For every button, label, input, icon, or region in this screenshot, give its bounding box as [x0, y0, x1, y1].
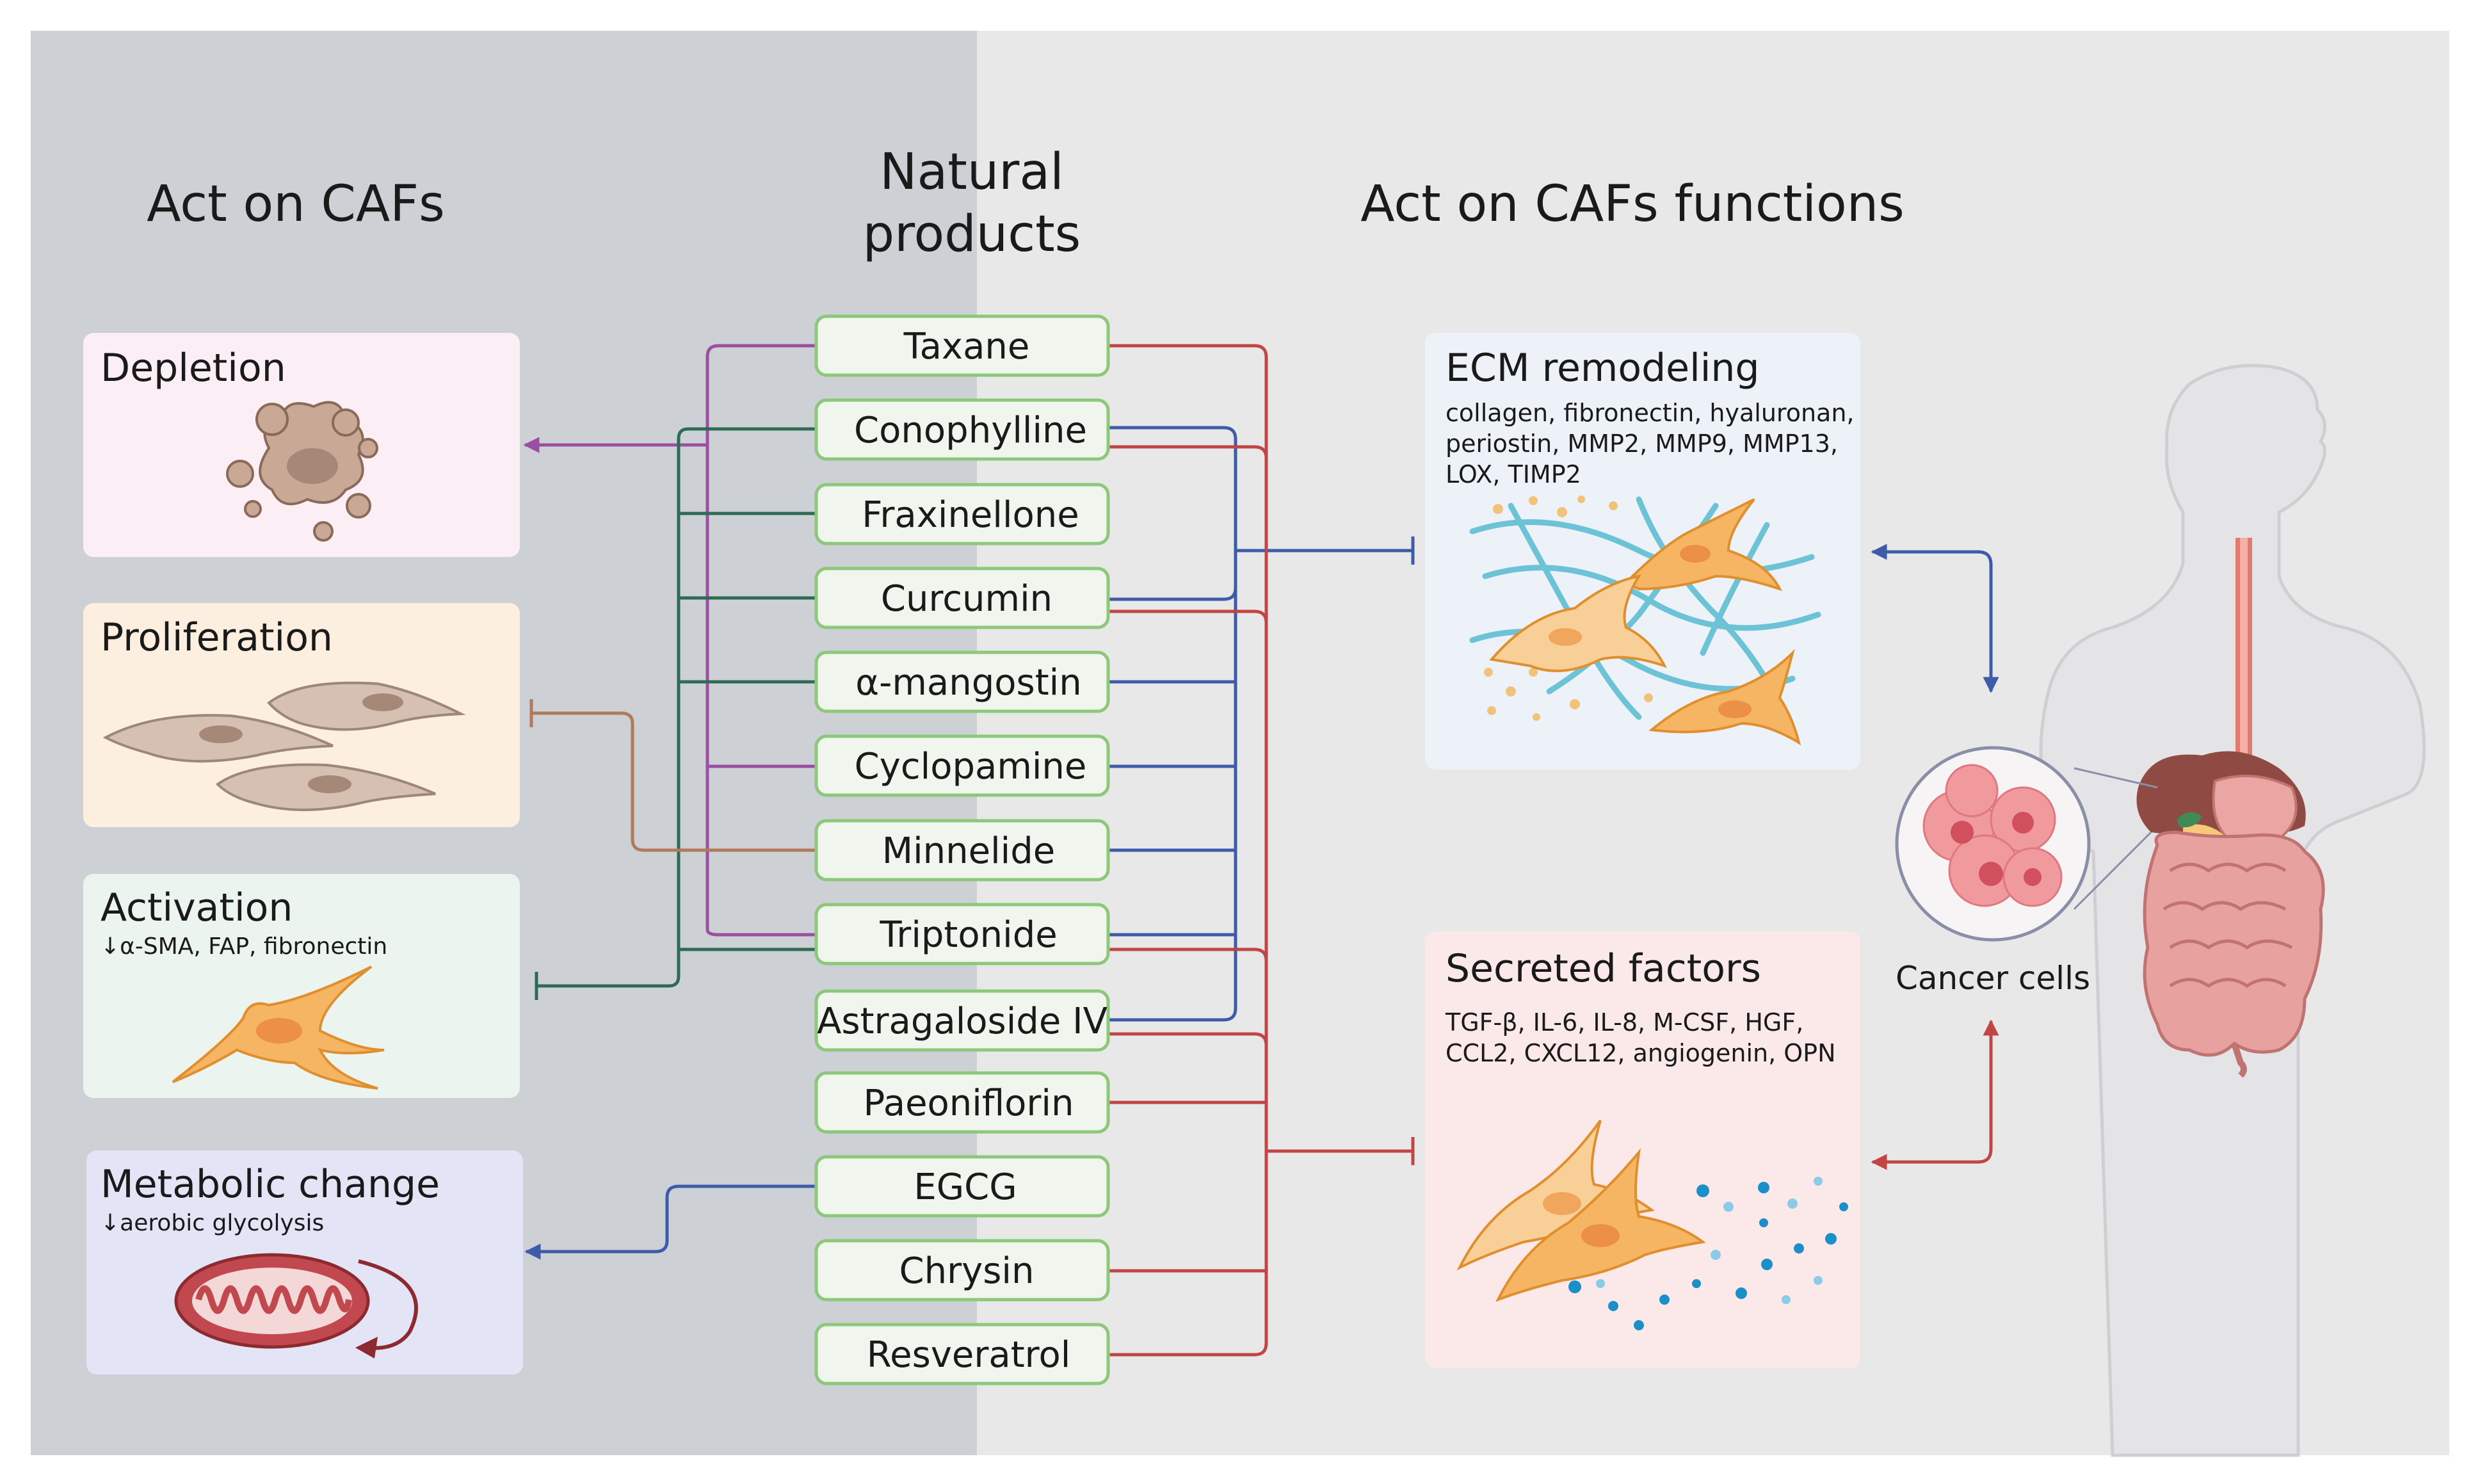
- secreted-particles-icon: [1568, 1177, 1848, 1330]
- product-paeoniflorin: Paeoniflorin: [814, 1071, 1110, 1134]
- cancer-cells-label: Cancer cells: [1896, 960, 2090, 997]
- secreting-cafs-icon: [1456, 1119, 1706, 1302]
- secreted-line: TGF-β, IL-6, IL-8, M-CSF, HGF,: [1445, 1008, 1803, 1036]
- depletion-box: Depletion: [83, 333, 520, 557]
- product-label: Resveratrol: [867, 1334, 1071, 1376]
- product-label: Conophylline: [854, 410, 1087, 451]
- header-center-line2: products: [863, 206, 1081, 263]
- ecm-line: LOX, TIMP2: [1446, 460, 1581, 488]
- ecm-cancer-arrow: [1871, 544, 1999, 693]
- proliferation-title: Proliferation: [101, 615, 333, 660]
- product-label: Cyclopamine: [855, 746, 1087, 787]
- mitochondrion-icon: [174, 1253, 418, 1359]
- proliferation-box: Proliferation: [83, 603, 520, 827]
- apoptotic-cell-icon: [226, 401, 378, 542]
- product-curcumin: Curcumin: [814, 567, 1110, 629]
- product-label: α-mangostin: [855, 662, 1081, 704]
- product-label: Paeoniflorin: [864, 1083, 1074, 1124]
- product-taxane: Taxane: [814, 314, 1110, 377]
- product-label: Minnelide: [882, 830, 1055, 872]
- activated-caf-icon: [172, 965, 385, 1090]
- connector-ecm: [1108, 426, 1415, 1022]
- metabolic-change-box: Metabolic change ↓aerobic glycolysis: [86, 1150, 523, 1375]
- product-resveratrol: Resveratrol: [814, 1323, 1110, 1385]
- product-minnelide: Minnelide: [814, 819, 1110, 882]
- connectors: [523, 344, 1999, 1357]
- header-left: Act on CAFs: [147, 175, 445, 233]
- product-label: EGCG: [914, 1166, 1017, 1208]
- product-egcg: EGCG: [814, 1155, 1110, 1218]
- product-astragaloside-iv: Astragaloside IV: [814, 989, 1110, 1052]
- ecm-title: ECM remodeling: [1446, 346, 1760, 391]
- product-label: Taxane: [903, 326, 1030, 367]
- ecm-particles-icon: [1484, 496, 1653, 721]
- fibroblast-cells-icon: [102, 681, 466, 811]
- product-chrysin: Chrysin: [814, 1239, 1110, 1302]
- connector-secreted: [1108, 344, 1415, 1357]
- human-figure-icon: [2039, 364, 2426, 1457]
- depletion-title: Depletion: [101, 346, 286, 391]
- secreted-line: CCL2, CXCL12, angiogenin, OPN: [1446, 1039, 1836, 1067]
- product-conophylline: Conophylline: [814, 398, 1110, 461]
- secreted-cancer-arrow: [1871, 1019, 1999, 1170]
- header-center-line1: Natural: [880, 143, 1064, 201]
- product-alpha-mangostin: α-mangostin: [814, 650, 1110, 713]
- metabolic-title: Metabolic change: [101, 1162, 440, 1207]
- product-triptonide: Triptonide: [814, 903, 1110, 965]
- cancer-cells-magnifier: Cancer cells: [1895, 746, 2158, 997]
- connector-metabolic: [524, 1184, 816, 1260]
- activation-title: Activation: [101, 885, 293, 930]
- metabolic-subtitle: ↓aerobic glycolysis: [101, 1210, 324, 1236]
- product-cyclopamine: Cyclopamine: [814, 734, 1110, 797]
- ecm-remodeling-box: ECM remodeling collagen, fibronectin, hy…: [1425, 333, 1860, 770]
- ecm-caf-cells-icon: [1489, 498, 1801, 746]
- secreted-title: Secreted factors: [1446, 946, 1761, 991]
- ecm-line: periostin, MMP2, MMP9, MMP13,: [1446, 430, 1838, 458]
- secreted-factors-box: Secreted factors TGF-β, IL-6, IL-8, M-CS…: [1425, 932, 1860, 1368]
- activation-subtitle: ↓α-SMA, FAP, fibronectin: [101, 933, 387, 960]
- header-right: Act on CAFs functions: [1360, 175, 1905, 233]
- product-label: Chrysin: [899, 1250, 1035, 1292]
- connector-activation: [535, 427, 816, 1000]
- product-label: Astragaloside IV: [817, 1001, 1108, 1042]
- connector-proliferation: [529, 699, 816, 852]
- activation-box: Activation ↓α-SMA, FAP, fibronectin: [83, 874, 520, 1098]
- ecm-line: collagen, fibronectin, hyaluronan,: [1446, 399, 1855, 427]
- product-label: Curcumin: [881, 578, 1052, 620]
- product-fraxinellone: Fraxinellone: [814, 483, 1110, 545]
- natural-products: Taxane Conophylline Fraxinellone Curcumi…: [814, 314, 1110, 1385]
- product-label: Triptonide: [879, 914, 1057, 956]
- product-label: Fraxinellone: [862, 494, 1079, 536]
